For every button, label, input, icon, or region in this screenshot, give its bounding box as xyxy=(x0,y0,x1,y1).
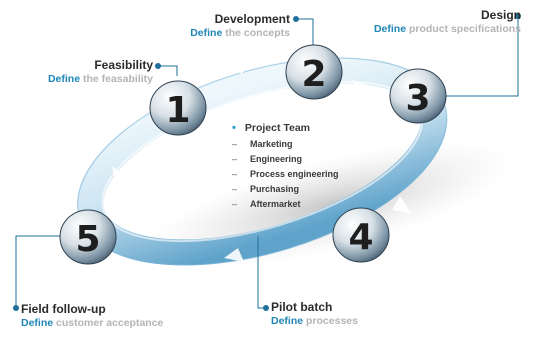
dash-icon: – xyxy=(232,184,238,194)
stage-desc-3: Define product specifications xyxy=(373,23,521,35)
dash-icon: – xyxy=(232,199,238,209)
connector-dots xyxy=(13,13,521,311)
stage-number-5: 5 xyxy=(75,219,100,260)
connector-4 xyxy=(257,236,266,309)
project-team-heading: •Project Team xyxy=(232,122,311,134)
connector-dot-4 xyxy=(263,305,269,311)
connector-3 xyxy=(440,16,519,97)
team-member: –Aftermarket xyxy=(232,197,339,212)
team-member: –Purchasing xyxy=(232,182,339,197)
team-member: –Engineering xyxy=(232,152,339,167)
stage-title-3: Design xyxy=(480,8,521,22)
stage-desc-2: Define the concepts xyxy=(190,27,290,39)
stage-label-4: Pilot batch Define processes xyxy=(271,300,358,328)
team-member: –Process engineering xyxy=(232,167,339,182)
connector-dot-1 xyxy=(155,63,161,69)
ring-arrow-notches xyxy=(112,60,412,262)
project-team: •Project Team –Marketing –Engineering –P… xyxy=(232,122,339,212)
stage-badge-3: 3 xyxy=(389,68,447,124)
stage-number-2: 2 xyxy=(301,54,326,95)
stage-title-1: Feasibility xyxy=(94,58,153,72)
stage-title-2: Development xyxy=(214,12,290,26)
stage-desc-1: Define the feasability xyxy=(47,73,153,85)
stage-number-3: 3 xyxy=(405,78,430,119)
dash-icon: – xyxy=(232,169,238,179)
stage-title-5: Field follow-up xyxy=(21,302,106,316)
stage-badge-2: 2 xyxy=(285,44,343,100)
stage-title-4: Pilot batch xyxy=(271,300,333,314)
project-team-list: –Marketing –Engineering –Process enginee… xyxy=(232,137,339,212)
connector-lines xyxy=(15,16,519,309)
stage-desc-4: Define processes xyxy=(271,315,358,327)
connector-1 xyxy=(158,65,178,76)
stage-label-2: Development Define the concepts xyxy=(190,12,290,40)
dash-icon: – xyxy=(232,139,238,149)
stage-number-1: 1 xyxy=(165,90,190,131)
stage-badge-1: 1 xyxy=(149,80,207,136)
dash-icon: – xyxy=(232,154,238,164)
stage-badge-4: 4 xyxy=(332,207,390,263)
stage-label-3: Design Define product specifications xyxy=(374,8,521,36)
connector-5 xyxy=(15,235,70,308)
stage-label-1: Feasibility Define the feasability xyxy=(48,58,153,86)
stage-badge-5: 5 xyxy=(59,209,117,265)
team-member: –Marketing xyxy=(232,137,339,152)
connector-dot-2 xyxy=(293,16,299,22)
connector-2 xyxy=(296,18,314,46)
connector-dot-3 xyxy=(515,13,521,19)
stage-number-4: 4 xyxy=(348,217,373,258)
bullet-icon: • xyxy=(232,122,236,134)
connector-dot-5 xyxy=(13,305,19,311)
stage-desc-5: Define customer acceptance xyxy=(21,317,164,329)
stage-label-5: Field follow-up Define customer acceptan… xyxy=(21,302,163,330)
